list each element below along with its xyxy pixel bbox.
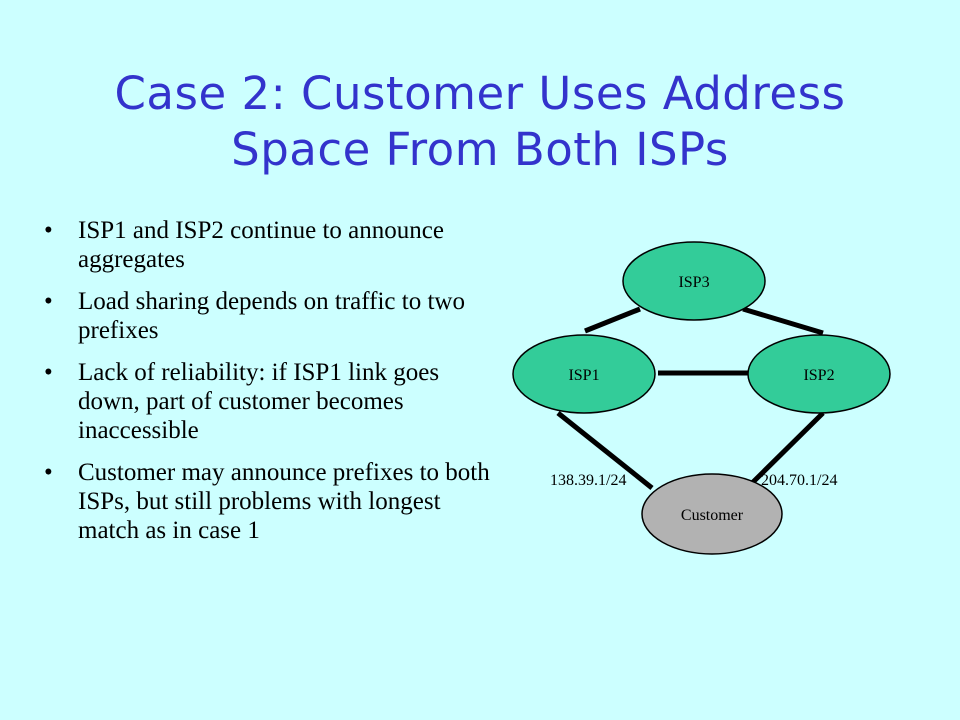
bullet-glyph: • <box>44 288 53 315</box>
node-customer-shape <box>641 473 783 555</box>
bullet-glyph: • <box>44 459 53 486</box>
slide-title: Case 2: Customer Uses Address Space From… <box>40 66 920 178</box>
link-isp3-isp1 <box>584 306 641 334</box>
bullet-text: Customer may announce prefixes to both I… <box>78 459 490 544</box>
bullet-item: • ISP1 and ISP2 continue to announce agg… <box>44 216 504 274</box>
bullet-text: Load sharing depends on traffic to two p… <box>78 288 465 344</box>
node-isp1-shape <box>512 334 656 414</box>
prefix-label-isp2: 204.70.1/24 <box>761 472 837 489</box>
bullet-list: • ISP1 and ISP2 continue to announce agg… <box>44 216 504 558</box>
bullet-glyph: • <box>44 359 53 386</box>
node-isp3-shape <box>622 241 766 321</box>
bullet-item: • Customer may announce prefixes to both… <box>44 458 504 545</box>
link-isp1-customer <box>556 411 654 490</box>
network-diagram: ISP3 ISP1 ISP2 Customer 138.39.1/24 204.… <box>480 230 940 580</box>
bullet-text: Lack of reliability: if ISP1 link goes d… <box>78 359 440 444</box>
link-isp2-customer <box>745 411 825 490</box>
node-isp2-label: ISP2 <box>803 367 834 384</box>
node-customer-label: Customer <box>681 507 744 524</box>
bullet-glyph: • <box>44 217 53 244</box>
network-diagram-svg: ISP3 ISP1 ISP2 Customer 138.39.1/24 204.… <box>512 241 891 555</box>
prefix-label-isp1: 138.39.1/24 <box>550 472 626 489</box>
link-isp3-isp2 <box>742 306 824 336</box>
slide-title-line-2: Space From Both ISPs <box>231 123 729 176</box>
node-isp1: ISP1 <box>512 334 656 414</box>
node-customer: Customer <box>641 473 783 555</box>
bullet-text: ISP1 and ISP2 continue to announce aggre… <box>78 217 444 273</box>
bullet-item: • Load sharing depends on traffic to two… <box>44 287 504 345</box>
node-isp2: ISP2 <box>747 334 891 414</box>
slide-title-line-1: Case 2: Customer Uses Address <box>114 67 846 120</box>
node-isp1-label: ISP1 <box>568 367 599 384</box>
node-isp2-shape <box>747 334 891 414</box>
bullet-item: • Lack of reliability: if ISP1 link goes… <box>44 358 504 445</box>
node-isp3: ISP3 <box>622 241 766 321</box>
node-isp3-label: ISP3 <box>678 274 709 291</box>
